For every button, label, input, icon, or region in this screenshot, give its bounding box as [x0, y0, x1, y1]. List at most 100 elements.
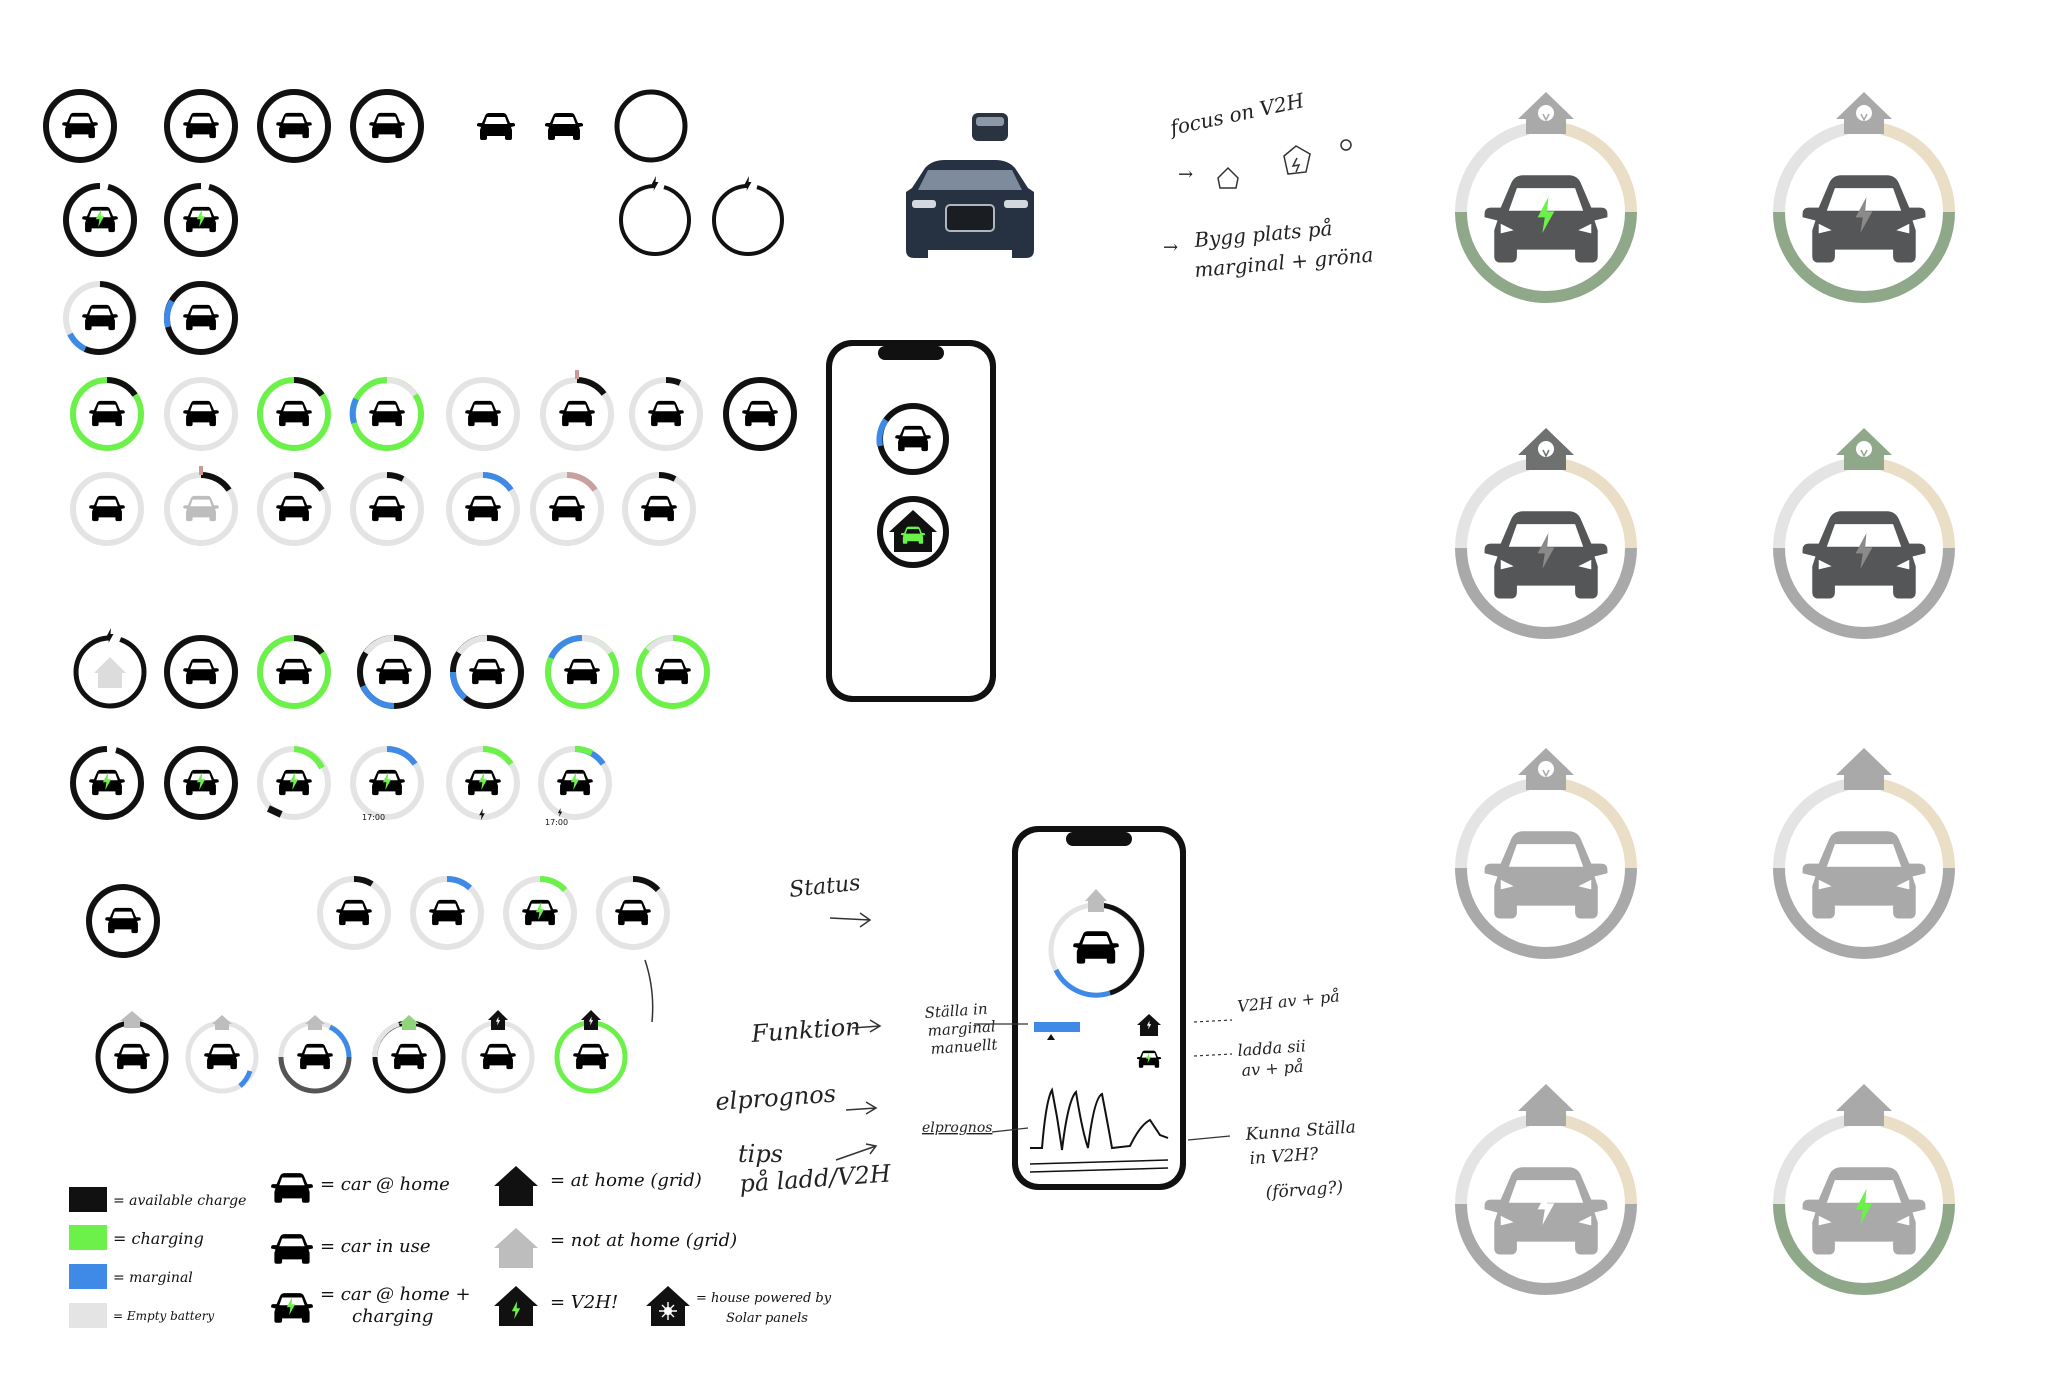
- phone-mockup-2: [1012, 826, 1186, 1190]
- car-status-icon[interactable]: [446, 472, 520, 546]
- svg-text:→: →: [1178, 164, 1193, 185]
- legend-swatch-green: [69, 1225, 107, 1250]
- car-status-icon[interactable]: [317, 875, 391, 950]
- house-black-icon: [494, 1166, 538, 1206]
- note-elprognos: elprognos: [714, 1080, 836, 1116]
- note-kunna-1: Kunna Ställa: [1244, 1117, 1356, 1145]
- car-icon: [271, 1173, 313, 1203]
- sketch-line: [644, 959, 654, 1023]
- car-home-icon[interactable]: [95, 1011, 169, 1094]
- car-status-icon[interactable]: [164, 466, 238, 546]
- car-status-icon[interactable]: [545, 635, 619, 709]
- car-status-icon[interactable]: [257, 377, 331, 451]
- car-photo: [906, 160, 1034, 258]
- car-marginal-icon[interactable]: [163, 281, 238, 355]
- car-status-icon[interactable]: [257, 89, 331, 163]
- solar-house-icon: [646, 1286, 690, 1326]
- legend-swatch-black: [69, 1187, 107, 1212]
- car-status-icon[interactable]: [164, 635, 238, 709]
- large-status-icon[interactable]: [1455, 748, 1637, 959]
- car-charging-icon[interactable]: 17:00: [350, 746, 424, 822]
- car-home-icon[interactable]: [461, 1010, 535, 1094]
- legend-swatch-blue: [69, 1264, 107, 1289]
- legend-solar-2: Solar panels: [726, 1311, 808, 1326]
- car-status-icon[interactable]: [70, 377, 144, 451]
- car-charging-icon: [271, 1293, 313, 1323]
- car-status-icon[interactable]: [530, 472, 604, 546]
- car-status-icon[interactable]: [410, 876, 484, 950]
- large-status-icon[interactable]: [1455, 92, 1637, 303]
- note-tips-1: tips: [738, 1140, 783, 1168]
- house-gray-icon: [494, 1228, 538, 1268]
- marginal-slider[interactable]: [1034, 1022, 1080, 1032]
- icon-row-7: 17:00 17:00: [70, 745, 612, 827]
- note-ladda-1: ladda sii: [1237, 1036, 1306, 1060]
- car-home-icon[interactable]: [372, 1015, 446, 1094]
- legend-charging: = charging: [113, 1229, 204, 1248]
- note-ladda-2: av + på: [1241, 1057, 1304, 1080]
- car-charging-icon[interactable]: [446, 746, 520, 821]
- car-status-icon[interactable]: [357, 635, 431, 709]
- phone-car-icon[interactable]: [876, 403, 949, 475]
- car-status-icon[interactable]: [164, 377, 238, 451]
- car-charging-icon[interactable]: [164, 182, 238, 257]
- legend-at-home: = at home (grid): [550, 1170, 702, 1191]
- empty-ring-icon: [614, 89, 688, 163]
- v2h-house-icon: [494, 1286, 538, 1326]
- car-status-icon[interactable]: [43, 89, 117, 163]
- car-charging-icon[interactable]: [70, 745, 144, 820]
- car-status-icon[interactable]: [596, 876, 670, 950]
- empty-ring-bolt-icon: [712, 176, 784, 256]
- car-status-icon[interactable]: [449, 635, 524, 709]
- car-photo-small: [972, 113, 1008, 141]
- large-status-icon[interactable]: [1455, 428, 1637, 639]
- icon-row-4: [70, 370, 797, 451]
- car-status-icon[interactable]: [70, 472, 144, 546]
- large-status-icon[interactable]: [1773, 748, 1955, 959]
- car-status-icon[interactable]: [349, 377, 424, 451]
- car-status-icon[interactable]: [86, 884, 160, 958]
- time-label: 17:00: [362, 813, 385, 822]
- car-status-icon[interactable]: [350, 89, 424, 163]
- time-label: 17:00: [545, 818, 568, 827]
- car-icon: [477, 113, 515, 140]
- car-status-icon[interactable]: [723, 377, 797, 451]
- car-status-icon[interactable]: [636, 635, 710, 709]
- large-icon-grid: [1455, 92, 1955, 1295]
- car-status-icon[interactable]: [257, 635, 331, 709]
- car-status-icon[interactable]: [257, 472, 331, 546]
- car-marginal-icon[interactable]: [63, 281, 137, 355]
- car-home-icon[interactable]: [278, 1015, 352, 1094]
- car-status-icon[interactable]: [446, 377, 520, 451]
- note-stalla-3: manuellt: [930, 1035, 999, 1058]
- note-elprognos-small: elprognos: [922, 1120, 992, 1136]
- car-status-icon[interactable]: [622, 472, 696, 546]
- car-status-icon[interactable]: [350, 472, 424, 546]
- legend-car-home-charging-2: charging: [352, 1306, 433, 1327]
- large-status-icon[interactable]: [1773, 1084, 1955, 1295]
- legend-not-home: = not at home (grid): [550, 1230, 737, 1251]
- note-bygg-1: Bygg plats på: [1192, 216, 1333, 252]
- icon-row-3: [63, 281, 238, 355]
- phone-status-icon[interactable]: [1048, 889, 1145, 998]
- phone-mockup-1: [826, 340, 996, 702]
- car-status-icon[interactable]: [164, 89, 238, 163]
- large-status-icon[interactable]: [1773, 92, 1955, 303]
- car-status-icon[interactable]: [629, 376, 703, 451]
- elprognos-chart-sketch: [1030, 1087, 1169, 1151]
- large-status-icon[interactable]: [1773, 428, 1955, 639]
- car-home-icon[interactable]: [554, 1010, 628, 1094]
- icon-row-9: [95, 1010, 628, 1094]
- house-ring-icon[interactable]: [73, 628, 147, 709]
- note-kunna-2: in V2H?: [1249, 1144, 1320, 1169]
- car-charging-icon[interactable]: [63, 182, 137, 257]
- car-home-icon[interactable]: [185, 1015, 259, 1094]
- car-charging-icon[interactable]: [257, 746, 331, 820]
- car-charging-icon[interactable]: 17:00: [538, 746, 612, 827]
- car-charging-icon[interactable]: [164, 746, 238, 820]
- phone-home-icon[interactable]: [877, 496, 949, 568]
- car-status-icon[interactable]: [540, 370, 614, 451]
- car-charging-icon[interactable]: [503, 876, 577, 950]
- large-status-icon[interactable]: [1455, 1084, 1637, 1295]
- v2h-toggle-icon[interactable]: [1137, 1014, 1161, 1036]
